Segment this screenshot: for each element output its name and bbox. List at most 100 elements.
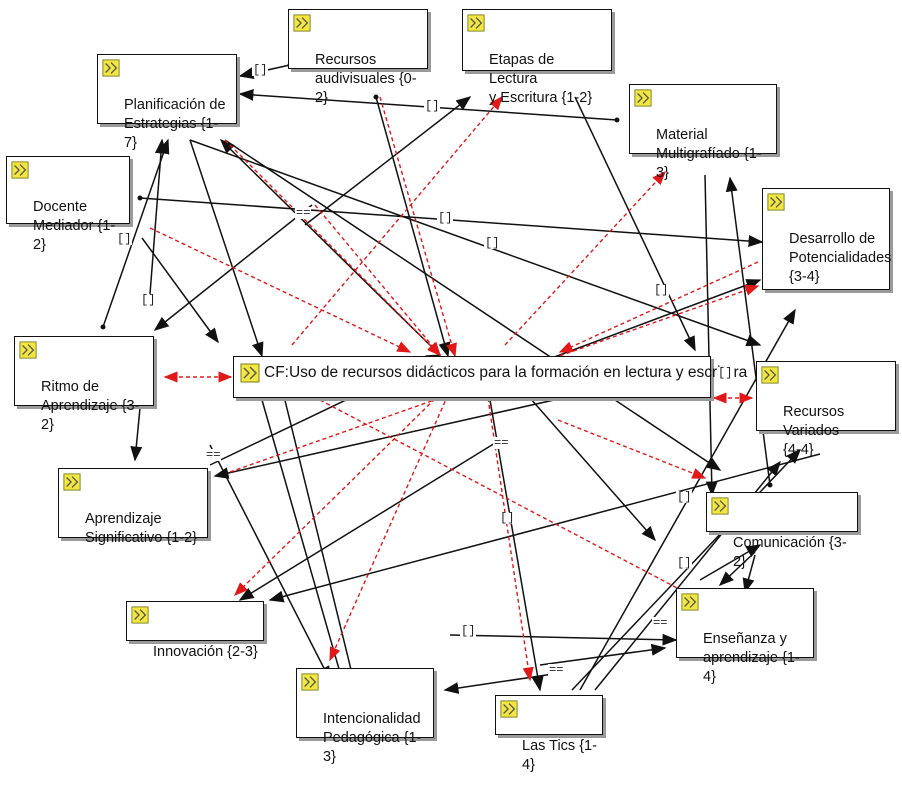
node-docente-mediador[interactable]: Docente Mediador {1-2} xyxy=(6,156,130,253)
relation-part-of-badge: [] xyxy=(140,293,157,307)
relation-edge xyxy=(742,554,756,594)
node-label: Ritmo de Aprendizaje {3-2} xyxy=(41,379,140,433)
code-node-icon xyxy=(131,606,149,624)
relation-edge xyxy=(539,643,667,666)
edge-anchor-dot xyxy=(137,195,143,201)
relation-part-of-badge: [] xyxy=(676,490,693,504)
code-node-icon xyxy=(681,593,699,611)
node-label: Etapas de Lectura y Escritura {1-2} xyxy=(489,52,593,106)
relation-edge xyxy=(725,176,771,486)
node-central-uso-recursos[interactable]: CF:Uso de recursos didácticos para la fo… xyxy=(233,356,748,398)
code-node-icon xyxy=(63,473,81,491)
relation-edge xyxy=(279,379,359,692)
relation-associated-badge: == xyxy=(652,616,669,630)
relation-edge xyxy=(529,397,656,542)
node-label: Docente Mediador {1-2} xyxy=(33,199,116,253)
association-edge xyxy=(558,261,759,353)
relation-part-of-badge: [] xyxy=(499,511,516,525)
relation-edge xyxy=(443,672,561,694)
relation-edge xyxy=(209,444,331,682)
relation-part-of-badge: [] xyxy=(460,624,477,638)
code-node-icon xyxy=(634,89,652,107)
code-node-icon xyxy=(293,14,311,32)
node-ritmo-aprendizaje[interactable]: Ritmo de Aprendizaje {3-2} xyxy=(14,336,154,433)
association-edge xyxy=(557,419,707,479)
association-edge xyxy=(329,394,449,662)
relation-edge xyxy=(149,138,167,295)
code-node-icon xyxy=(761,366,779,384)
code-node-icon xyxy=(102,59,120,77)
node-label: CF:Uso de recursos didácticos para la fo… xyxy=(264,364,748,381)
relation-edge xyxy=(130,407,143,462)
relation-associated-badge: == xyxy=(548,663,565,677)
node-recursos-audiovisuales[interactable]: Recursos audivisuales {0-2} xyxy=(288,9,428,106)
relation-edge xyxy=(189,139,264,358)
association-edge xyxy=(379,96,457,358)
association-edge xyxy=(314,204,441,357)
relation-edge xyxy=(718,551,756,587)
code-node-icon xyxy=(301,673,319,691)
node-comunicacion[interactable]: Comunicación {3-2} xyxy=(706,492,858,570)
relation-part-of-badge: [] xyxy=(252,63,269,77)
relation-part-of-badge: [] xyxy=(717,366,734,380)
node-etapas-lectura-escritura[interactable]: Etapas de Lectura y Escritura {1-2} xyxy=(462,9,612,106)
relation-associated-badge: == xyxy=(205,448,222,462)
association-edge xyxy=(224,139,441,356)
relation-edge xyxy=(102,138,170,328)
node-material-multigrafiado[interactable]: Material Multigrafíado {1-3} xyxy=(629,84,777,181)
relation-edge xyxy=(532,279,762,366)
relation-associated-badge: == xyxy=(295,206,312,220)
association-edge xyxy=(234,393,441,596)
node-label: Desarrollo de Potencialidades {3-4} xyxy=(789,231,892,285)
code-node-icon xyxy=(767,193,785,211)
relation-part-of-badge: [] xyxy=(484,236,501,250)
relation-edge xyxy=(189,139,762,347)
node-label: Planificación de Estrategias {1-7} xyxy=(124,97,226,151)
association-edge xyxy=(319,399,702,601)
relation-edge xyxy=(261,399,348,692)
relation-edge xyxy=(268,453,821,603)
node-planificacion-estrategias[interactable]: Planificación de Estrategias {1-7} xyxy=(97,54,237,151)
node-las-tics[interactable]: Las Tics {1-4} xyxy=(495,695,603,773)
node-ensenanza-aprendizaje[interactable]: Enseñanza y aprendizaje {1-4} xyxy=(676,588,814,685)
association-edge xyxy=(229,284,760,473)
relation-edge xyxy=(375,96,451,358)
node-aprendizaje-significativo[interactable]: Aprendizaje Significativo {1-2} xyxy=(58,468,208,546)
relation-part-of-badge: [] xyxy=(424,99,441,113)
relation-edge xyxy=(704,174,718,497)
node-label: Innovación {2-3} xyxy=(153,644,258,660)
relation-part-of-badge: [] xyxy=(653,283,670,297)
code-node-icon xyxy=(711,497,729,515)
node-label: Material Multigrafíado {1-3} xyxy=(656,127,762,181)
relation-edge xyxy=(219,138,441,356)
node-label: Intencionalidad Pedagógica {1-3} xyxy=(323,711,422,765)
node-innovacion[interactable]: Innovación {2-3} xyxy=(126,601,264,660)
node-desarrollo-potencialidades[interactable]: Desarrollo de Potencialidades {3-4} xyxy=(762,188,892,290)
relation-part-of-badge: [] xyxy=(437,211,454,225)
node-intencionalidad-pedagogica[interactable]: Intencionalidad Pedagógica {1-3} xyxy=(296,668,434,765)
relation-edge xyxy=(238,439,501,601)
relation-edge xyxy=(699,544,762,581)
code-node-icon xyxy=(19,341,37,359)
relation-part-of-badge: [] xyxy=(676,556,693,570)
node-label: Enseñanza y aprendizaje {1-4} xyxy=(703,631,800,685)
edge-anchor-dot xyxy=(373,94,379,100)
relation-edge xyxy=(304,96,472,226)
code-node-icon xyxy=(11,161,29,179)
relation-edge xyxy=(141,237,219,344)
association-edge xyxy=(487,397,534,682)
relation-associated-badge: == xyxy=(493,436,510,450)
relation-edge xyxy=(574,96,696,352)
node-label: Comunicación {3-2} xyxy=(733,535,847,570)
node-label: Recursos Variados {4-4} xyxy=(783,404,845,458)
edge-anchor-dot xyxy=(614,117,620,123)
relation-part-of-badge: [] xyxy=(116,232,133,246)
node-label: Las Tics {1-4} xyxy=(522,738,597,773)
node-label: Aprendizaje Significativo {1-2} xyxy=(85,511,198,546)
node-recursos-variados[interactable]: Recursos Variados {4-4} xyxy=(756,361,896,458)
relation-edge xyxy=(449,633,678,646)
relation-edge xyxy=(571,448,802,691)
relation-edge xyxy=(224,139,722,471)
code-node-icon xyxy=(500,700,518,718)
code-node-icon xyxy=(467,14,485,32)
